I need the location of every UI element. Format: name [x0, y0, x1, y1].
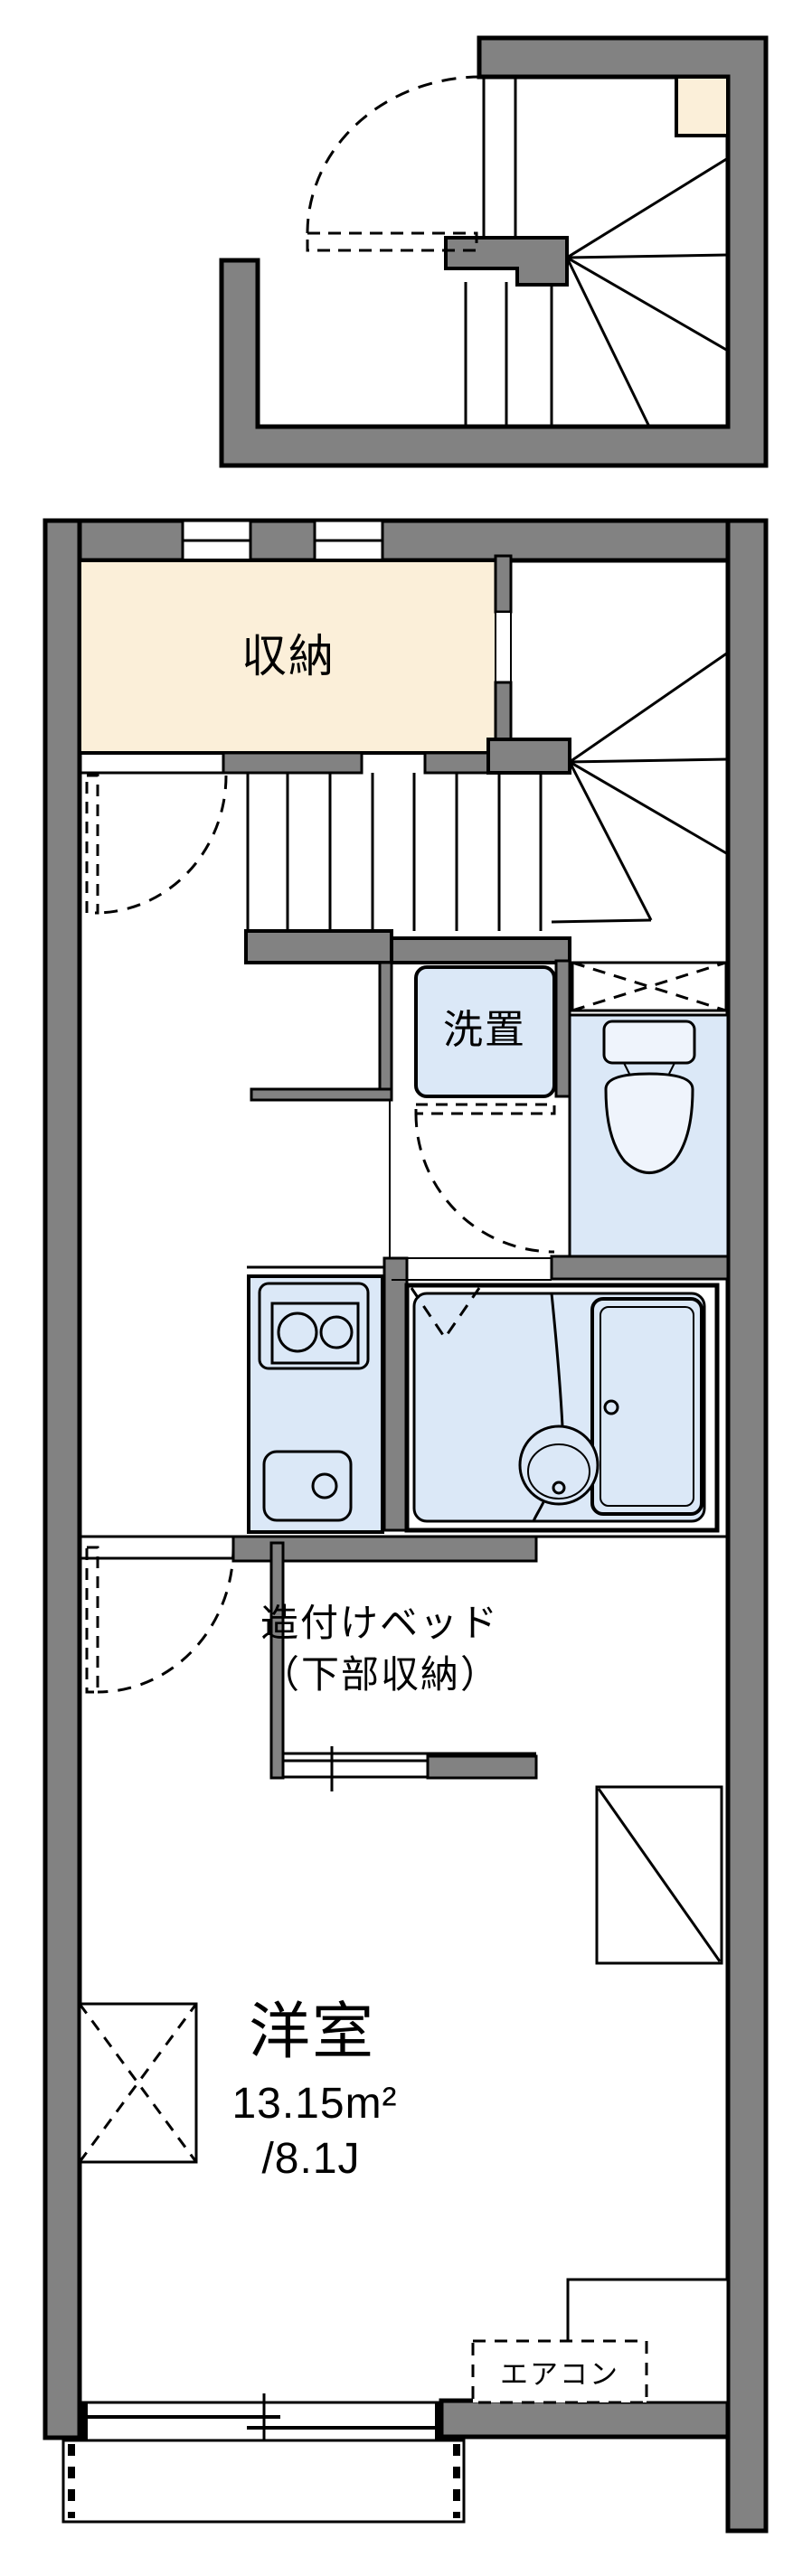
washer-place-box: [414, 965, 556, 1098]
wall-bottom-right: [439, 2398, 731, 2440]
winder-newel-wall: [486, 738, 571, 775]
label-bed-line1: 造付けベッド: [260, 1602, 500, 1644]
bed-sliding-door: [283, 1746, 428, 1791]
label-storage: 収納: [241, 631, 335, 682]
bath-divider-line-2: [532, 1501, 545, 1522]
kitchen-counter: [247, 1265, 384, 1534]
wall-above-washer: [390, 936, 571, 964]
wall-top: [42, 518, 769, 563]
washroom-door-swing-arc: [414, 1113, 555, 1254]
wall-below-stairs: [244, 929, 393, 964]
label-washer-place: 洗置: [443, 1008, 526, 1052]
upper-landing-square: [675, 75, 730, 137]
bath-sink-icon: [518, 1424, 600, 1506]
stove-icon: [258, 1282, 370, 1370]
storage-door-panel: [85, 774, 99, 915]
toilet-icon: [602, 1020, 696, 1174]
hall-wall-stub: [250, 1087, 393, 1102]
main-staircase: [246, 651, 729, 931]
wall-left: [42, 518, 82, 2440]
room-door-panel: [85, 1546, 99, 1694]
bathtub-icon: [590, 1297, 703, 1516]
balcony: [61, 2439, 466, 2524]
storage-door-swing-arc: [97, 775, 228, 915]
upper-walls: [219, 35, 769, 468]
kitchen-sink-icon: [262, 1450, 353, 1522]
aircon-dashed-box: [471, 2339, 648, 2404]
storage-room: [78, 559, 499, 755]
upper-door-stub-wall: [444, 236, 569, 287]
entry-door-swing-arc: [306, 75, 482, 234]
left-dashed-x-square: [78, 2002, 198, 2164]
washer-toilet-divider: [554, 959, 571, 1098]
divider-lower: [494, 681, 513, 741]
wall-below-storage-2: [423, 751, 490, 775]
label-western-room: 洋室: [248, 1998, 376, 2066]
washroom-door-panel: [414, 1103, 556, 1115]
main-unit: [42, 518, 769, 2534]
upper-staircase: [464, 156, 729, 428]
room-door-swing-arc: [97, 1545, 235, 1694]
label-room-area-m2: 13.15m²: [231, 2080, 398, 2128]
bath-divider-line: [550, 1293, 564, 1427]
divider-window: [495, 611, 512, 683]
upper-stair-hall: [219, 35, 769, 468]
wall-below-toilet: [550, 1255, 730, 1281]
divider-upper: [494, 554, 513, 614]
bed-left-wall: [269, 1541, 285, 1780]
label-bed-line2: （下部収納）: [260, 1653, 501, 1696]
label-aircon: エアコン: [500, 2358, 619, 2391]
hall-wall-vertical: [378, 961, 393, 1098]
toilet-shelf-box: [571, 961, 728, 1012]
wall-right: [725, 518, 769, 2534]
bathroom: [404, 1283, 720, 1533]
label-room-area-tatami: /8.1J: [261, 2135, 361, 2183]
bed-bottom-wall: [426, 1754, 538, 1780]
kitchen-bath-divider-wall: [382, 1256, 409, 1532]
entry-door-panel: [306, 231, 478, 252]
closet-corner-square: [595, 1785, 723, 1965]
wall-below-storage-1: [222, 751, 364, 775]
